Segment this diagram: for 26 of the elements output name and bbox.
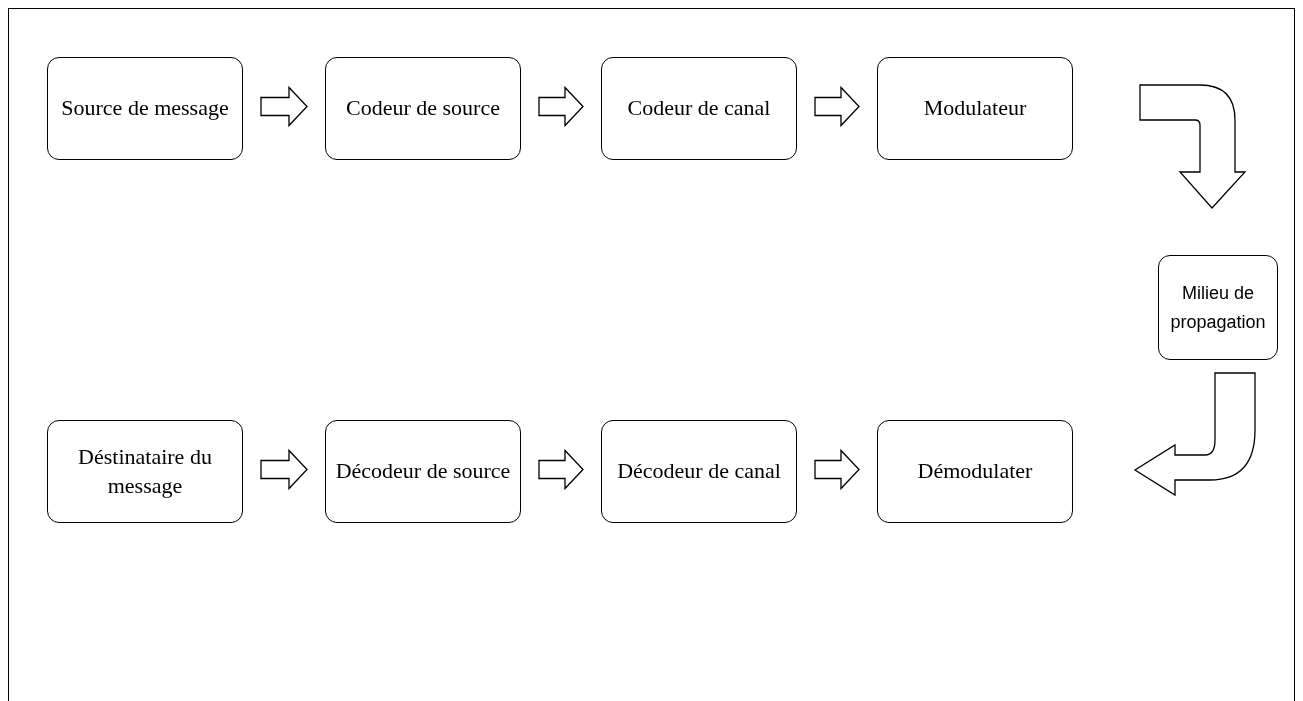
- box-label: Démodulater: [917, 457, 1033, 486]
- block-arrow: [260, 448, 308, 491]
- block-arrow: [814, 85, 860, 128]
- box-label: Milieu de propagation: [1169, 281, 1267, 334]
- box-label: Déstinataire du message: [77, 442, 213, 500]
- block-arrow: [538, 448, 584, 491]
- block-arrow: [1139, 84, 1246, 209]
- block-arrow: [538, 85, 584, 128]
- box-label: Décodeur de canal: [617, 457, 781, 486]
- process-box: [601, 57, 797, 160]
- process-box: [601, 420, 797, 523]
- process-box: [877, 57, 1073, 160]
- box-label: Codeur de canal: [627, 94, 771, 123]
- block-arrow: [814, 448, 860, 491]
- block-arrow: [1134, 372, 1256, 496]
- process-box: [47, 57, 243, 160]
- box-label: Modulateur: [923, 94, 1027, 123]
- box-label: Source de message: [61, 94, 229, 123]
- process-box: [325, 57, 521, 160]
- process-box: [1158, 255, 1278, 360]
- block-arrow: [260, 85, 308, 128]
- process-box: [47, 420, 243, 523]
- box-label: Codeur de source: [346, 94, 500, 123]
- process-box: [325, 420, 521, 523]
- box-label: Décodeur de source: [335, 457, 511, 486]
- process-box: [877, 420, 1073, 523]
